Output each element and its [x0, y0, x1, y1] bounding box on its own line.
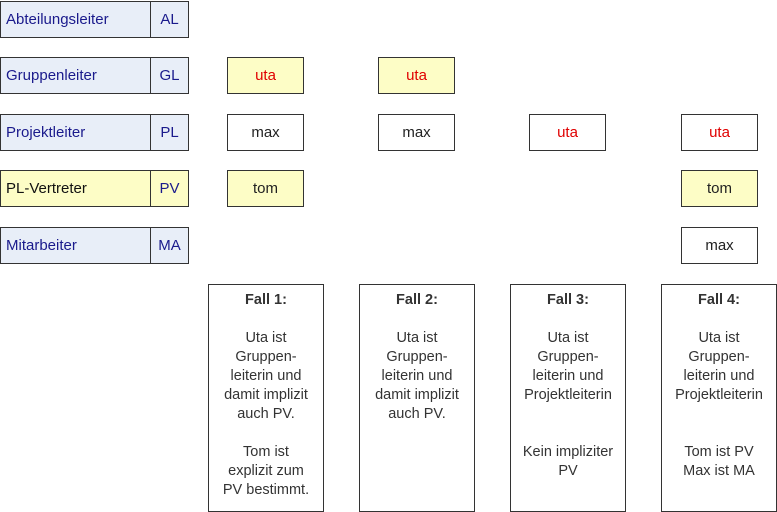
- case-fall4: Fall 4: Uta ist Gruppen- leiterin und Pr…: [661, 284, 777, 512]
- cell-ma-fall4: max: [681, 227, 758, 264]
- case-text: leiterin und: [230, 368, 302, 384]
- cell-gl-fall1: uta: [227, 57, 304, 94]
- case-text: PV bestimmt.: [222, 482, 310, 498]
- cell-pv-fall1: tom: [227, 170, 304, 207]
- case-text: Max ist MA: [683, 463, 755, 479]
- case-text: Gruppen-: [386, 349, 448, 365]
- role-abbr: MA: [158, 237, 181, 254]
- case-text: damit implizit: [224, 387, 308, 403]
- case-title: Fall 1:: [245, 292, 287, 308]
- case-text: leiterin und: [683, 368, 755, 384]
- role-projektleiter: Projektleiter PL: [0, 114, 189, 151]
- role-pl-vertreter: PL-Vertreter PV: [0, 170, 189, 207]
- role-name: Abteilungsleiter: [1, 2, 151, 37]
- cell-pl-fall1: max: [227, 114, 304, 151]
- case-text: explizit zum: [228, 463, 304, 479]
- case-text: Projektleiterin: [524, 387, 612, 403]
- case-fall1: Fall 1: Uta ist Gruppen- leiterin und da…: [208, 284, 324, 512]
- case-text: Uta ist: [396, 330, 438, 346]
- case-text: Gruppen-: [537, 349, 599, 365]
- case-text: Uta ist: [698, 330, 740, 346]
- role-name: Mitarbeiter: [1, 228, 151, 263]
- role-mitarbeiter: Mitarbeiter MA: [0, 227, 189, 264]
- role-name: PL-Vertreter: [1, 171, 151, 206]
- role-abbr: GL: [159, 67, 180, 84]
- role-abteilungsleiter: Abteilungsleiter AL: [0, 1, 189, 38]
- case-text: auch PV.: [237, 406, 295, 422]
- case-text: auch PV.: [388, 406, 446, 422]
- case-text: Kein impliziter: [522, 444, 614, 460]
- case-fall2: Fall 2: Uta ist Gruppen- leiterin und da…: [359, 284, 475, 512]
- cell-pv-fall4: tom: [681, 170, 758, 207]
- role-abbr: PL: [160, 124, 179, 141]
- role-name: Projektleiter: [1, 115, 151, 150]
- case-text: Uta ist: [245, 330, 287, 346]
- role-gruppenleiter: Gruppenleiter GL: [0, 57, 189, 94]
- cell-gl-fall2: uta: [378, 57, 455, 94]
- case-title: Fall 2:: [396, 292, 438, 308]
- case-text: Gruppen-: [688, 349, 750, 365]
- case-text: damit implizit: [375, 387, 459, 403]
- case-title: Fall 3:: [547, 292, 589, 308]
- case-text: Gruppen-: [235, 349, 297, 365]
- case-text: Tom ist: [243, 444, 289, 460]
- case-text: Projektleiterin: [675, 387, 763, 403]
- case-title: Fall 4:: [698, 292, 740, 308]
- case-text: Tom ist PV: [684, 444, 754, 460]
- cell-pl-fall3: uta: [529, 114, 606, 151]
- case-text: Uta ist: [547, 330, 589, 346]
- role-abbr: AL: [160, 11, 179, 28]
- case-text: PV: [558, 463, 578, 479]
- cell-pl-fall2: max: [378, 114, 455, 151]
- cell-pl-fall4: uta: [681, 114, 758, 151]
- case-text: leiterin und: [532, 368, 604, 384]
- case-fall3: Fall 3: Uta ist Gruppen- leiterin und Pr…: [510, 284, 626, 512]
- role-abbr: PV: [159, 180, 180, 197]
- case-text: leiterin und: [381, 368, 453, 384]
- role-name: Gruppenleiter: [1, 58, 151, 93]
